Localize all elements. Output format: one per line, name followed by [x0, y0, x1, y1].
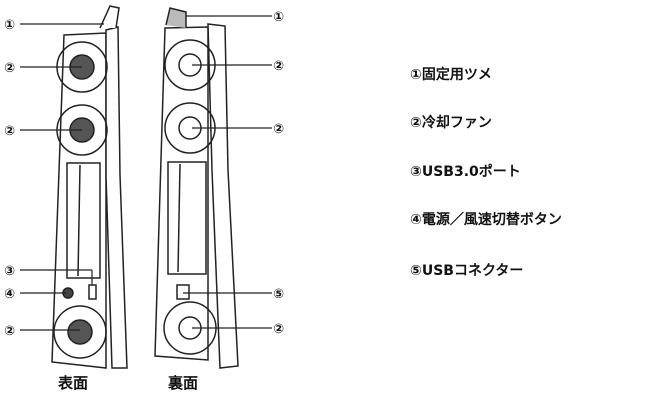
callout-1: ①: [4, 18, 15, 33]
callout-4: ④: [4, 287, 15, 302]
callout-2: ②: [273, 59, 284, 74]
callout-2: ②: [4, 324, 15, 339]
callout-1: ①: [273, 10, 284, 25]
callout-2: ②: [4, 124, 15, 139]
legend-item: ①固定用ツメ: [410, 67, 492, 83]
caption-front: 表面: [58, 374, 89, 392]
callout-3: ③: [4, 264, 15, 279]
legend-item: ⑤USBコネクター: [410, 263, 524, 279]
caption-back: 裏面: [168, 374, 199, 392]
legend-item: ②冷却ファン: [410, 115, 492, 131]
front-device: [51, 5, 128, 369]
callout-2: ②: [273, 322, 284, 337]
clip-tab: [165, 7, 187, 28]
usb-connector-icon: [176, 284, 190, 300]
legend-item: ④電源／風速切替ボタン: [410, 212, 562, 228]
callout-5: ⑤: [273, 287, 284, 302]
fan-icon: [53, 305, 107, 359]
callout-2: ②: [273, 122, 284, 137]
clip-tab: [99, 5, 120, 29]
leader-lines: [20, 15, 272, 331]
legend-item: ③USB3.0ポート: [410, 164, 521, 180]
callout-2: ②: [4, 61, 15, 76]
back-device: [154, 7, 239, 369]
